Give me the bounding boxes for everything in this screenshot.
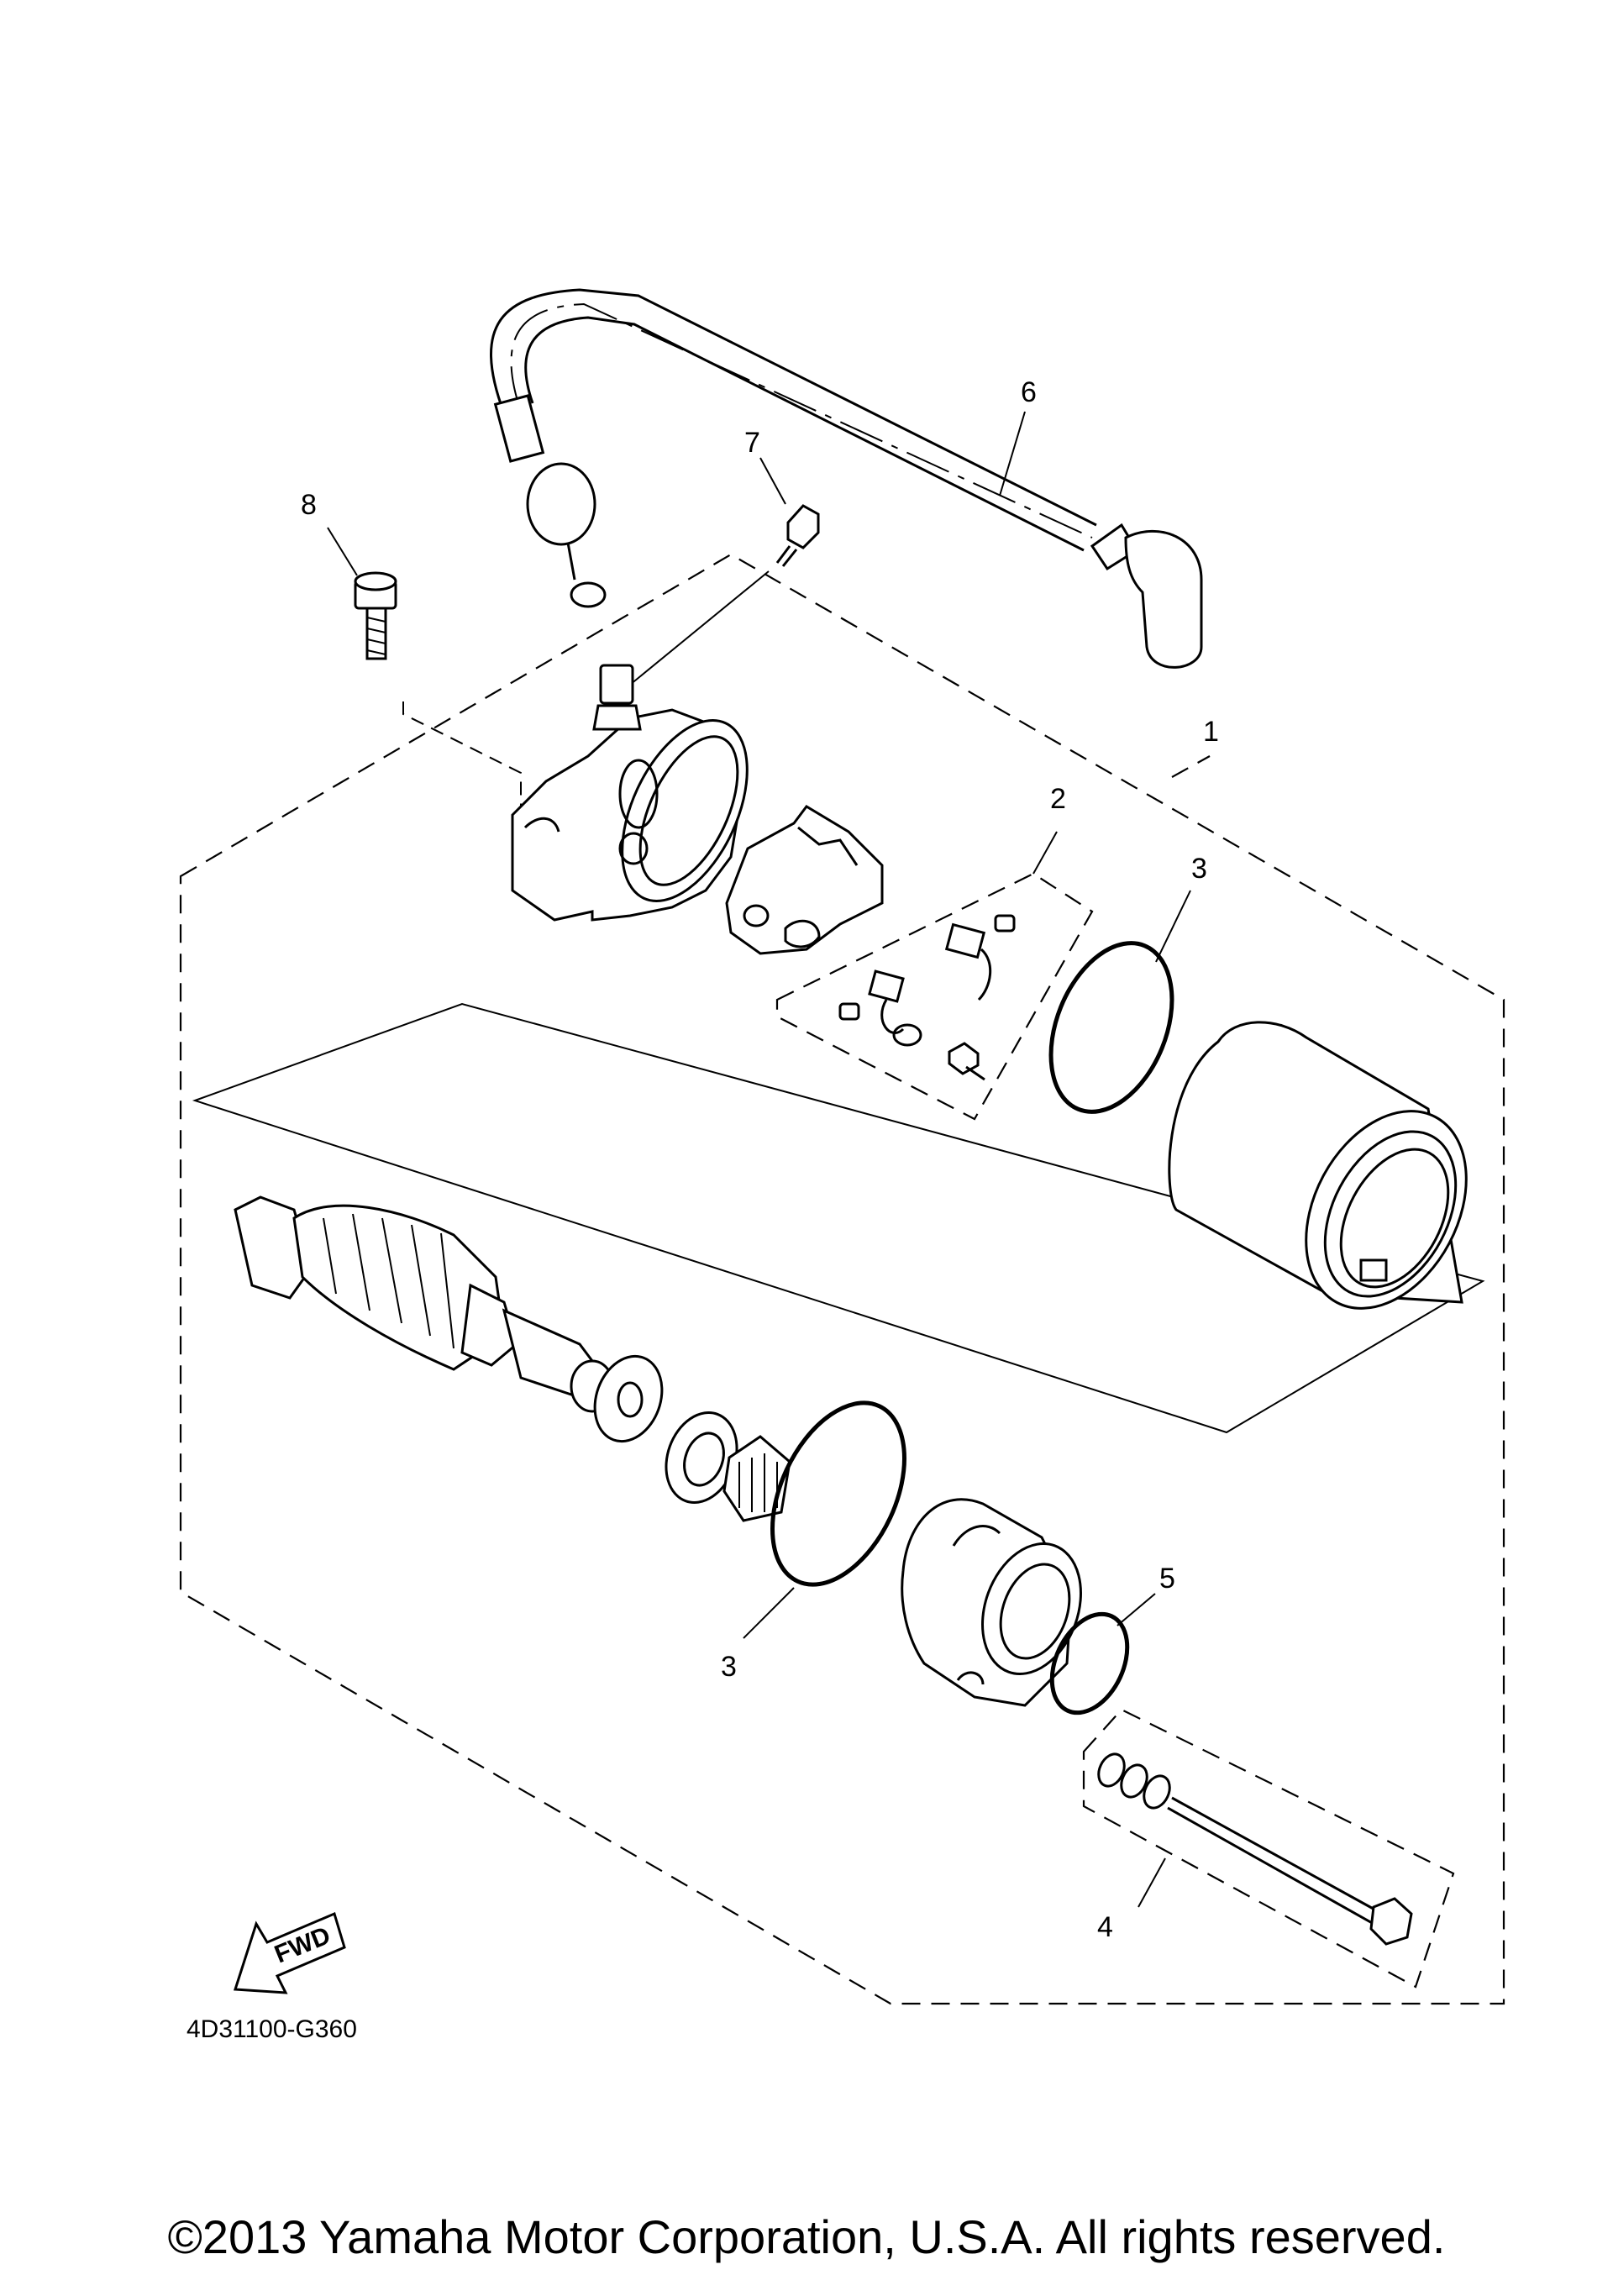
callout-leader-4 bbox=[1138, 1857, 1166, 1908]
callout-leader-3-lower bbox=[743, 1587, 795, 1639]
callout-8: 8 bbox=[301, 489, 317, 521]
fwd-arrow-icon: FWD bbox=[233, 1911, 346, 1994]
brush-set-2-boundary bbox=[775, 872, 1094, 1121]
callout-4: 4 bbox=[1097, 1911, 1113, 1943]
yoke-housing bbox=[1168, 1021, 1468, 1310]
part-code: 4D31100-G360 bbox=[187, 2015, 357, 2043]
callout-leader-8 bbox=[327, 527, 358, 576]
brush-holder-plate bbox=[725, 805, 884, 955]
bolt-set-4-boundary bbox=[1082, 1708, 1455, 1989]
callout-leader-1 bbox=[1171, 755, 1211, 778]
rear-cover-housing bbox=[511, 664, 749, 922]
callout-leader-5 bbox=[1116, 1593, 1156, 1626]
lead-wire-6 bbox=[490, 288, 1203, 669]
callout-6: 6 bbox=[1021, 376, 1037, 408]
o-ring-5 bbox=[1049, 1611, 1130, 1715]
yoke-guide-plane bbox=[192, 1002, 1485, 1434]
screw-7 bbox=[629, 504, 820, 686]
assembly-1-boundary bbox=[179, 553, 1505, 2005]
callout-leader-2 bbox=[1032, 831, 1058, 875]
bolt-8 bbox=[354, 571, 522, 806]
bolt-set-4 bbox=[1097, 1752, 1413, 1946]
armature bbox=[234, 1195, 615, 1413]
callout-1: 1 bbox=[1203, 716, 1219, 748]
o-ring-3-lower bbox=[770, 1400, 906, 1587]
callout-3-upper: 3 bbox=[1191, 853, 1207, 885]
callout-leader-7 bbox=[759, 457, 786, 505]
callout-3-lower: 3 bbox=[721, 1651, 737, 1683]
callout-5: 5 bbox=[1159, 1563, 1175, 1595]
callout-2: 2 bbox=[1050, 783, 1066, 815]
brush-set-2 bbox=[838, 914, 1016, 1081]
callout-7: 7 bbox=[744, 427, 760, 459]
callout-leader-3-upper bbox=[1155, 890, 1191, 963]
o-ring-3-upper bbox=[1048, 941, 1174, 1114]
copyright-notice: ©2013 Yamaha Motor Corporation, U.S.A. A… bbox=[167, 2210, 1446, 2263]
callout-leader-6 bbox=[999, 411, 1026, 497]
front-cover bbox=[901, 1498, 1082, 1707]
